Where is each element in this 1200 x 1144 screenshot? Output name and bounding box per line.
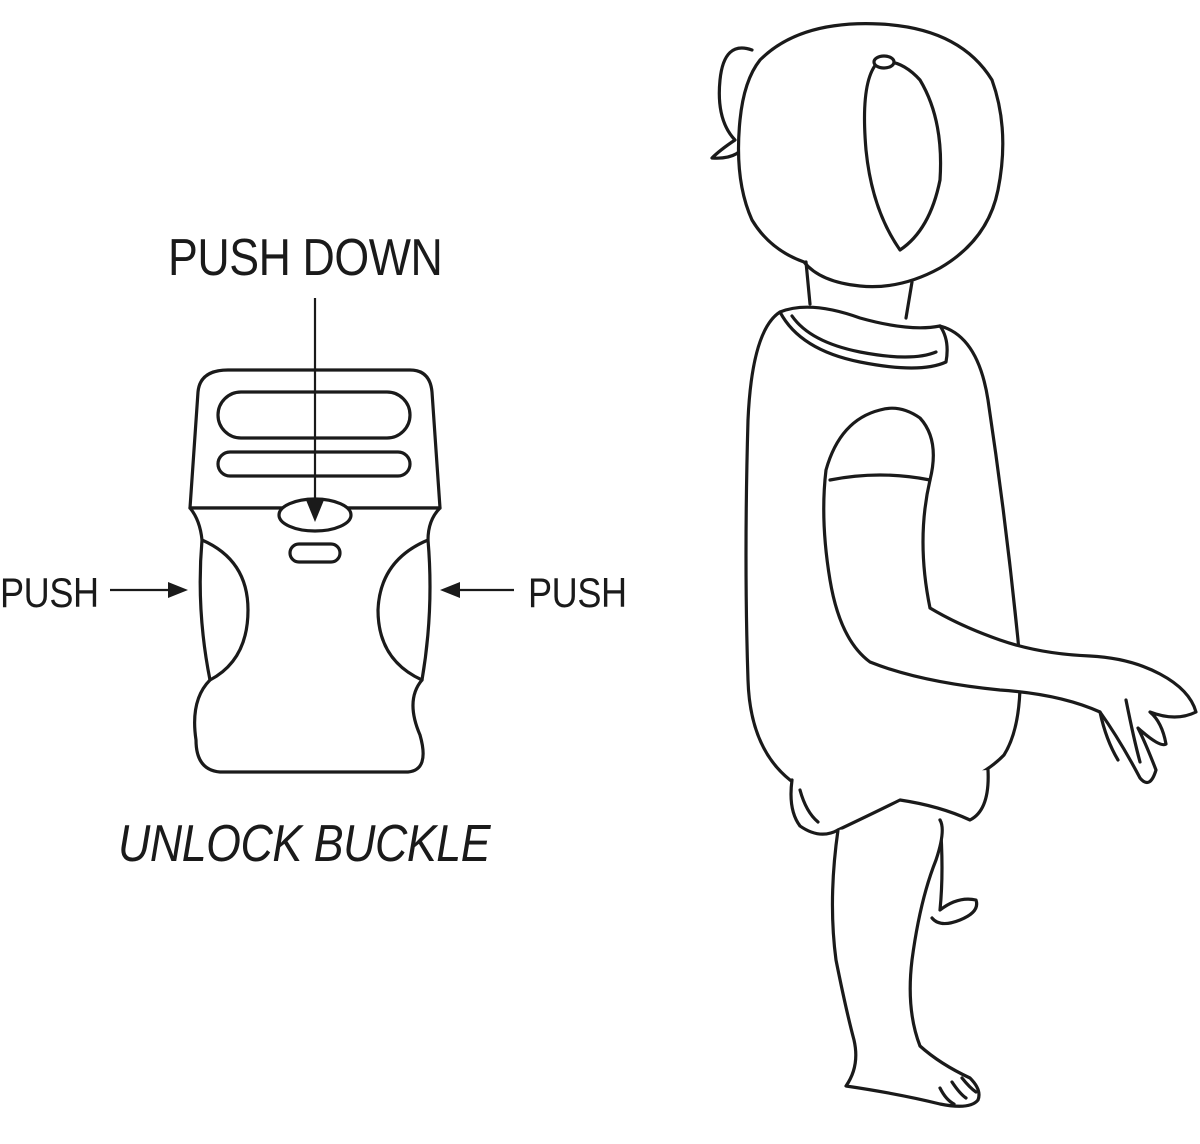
push-down-label: PUSH DOWN: [168, 229, 443, 287]
buckle-small-slot: [288, 542, 342, 564]
buckle-left-wing: [198, 538, 212, 682]
child-arm: [822, 406, 1198, 785]
child-neck: [804, 260, 914, 320]
push-down-arrow: [306, 298, 324, 522]
child-toes: [938, 1076, 978, 1106]
push-right-label: PUSH: [528, 569, 627, 616]
push-left-label: PUSH: [0, 569, 99, 616]
unlock-buckle-caption: UNLOCK BUCKLE: [118, 815, 491, 873]
child-shorts: [789, 768, 990, 836]
child-front-leg: [830, 818, 981, 1108]
child-hair-tie: [872, 54, 896, 70]
child-back-leg: [930, 818, 979, 926]
buckle-body: [188, 506, 442, 774]
child-arm-sleeve-edge: [828, 473, 932, 482]
child-head: [736, 22, 1005, 289]
buckle-right-wing: [420, 538, 432, 682]
child-vest-collar: [778, 310, 949, 370]
push-left-arrow: [110, 582, 188, 598]
push-right-arrow: [440, 582, 514, 598]
child-shorts-fold: [798, 788, 820, 824]
child-fingers: [1098, 698, 1142, 764]
child-wearing-vest-illustration: [710, 22, 1198, 1108]
child-vest-collar-inner: [790, 314, 938, 359]
child-hair-flap: [862, 59, 943, 252]
